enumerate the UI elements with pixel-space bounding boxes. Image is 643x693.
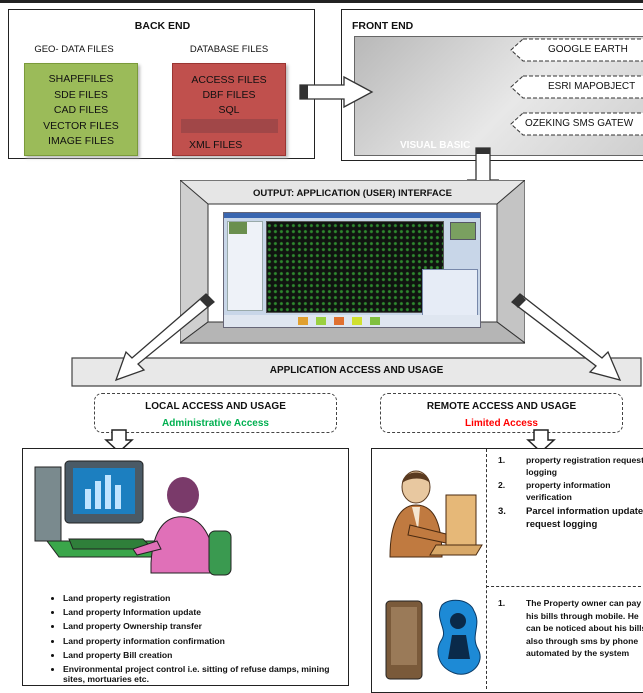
remote-web-item-number: 1. <box>498 455 506 465</box>
remote-web-item: 1. property registration request logging <box>492 455 643 478</box>
visual-basic-label: VISUAL BASIC <box>400 140 471 151</box>
businessman-computer-illustration <box>389 470 483 558</box>
geo-item: CAD FILES <box>53 104 109 116</box>
computer-user-illustration <box>34 460 232 576</box>
app-toolbar-icon <box>352 317 362 325</box>
back-end-title: BACK END <box>134 20 191 32</box>
output-title: OUTPUT: APPLICATION (USER) INTERFACE <box>253 188 452 199</box>
app-toolbar-icon <box>334 317 344 325</box>
remote-web-item-text: Parcel information update request loggin… <box>526 506 643 530</box>
remote-access-title: REMOTE ACCESS AND USAGE <box>426 401 577 412</box>
integration-sms-gateway: OZEKING SMS GATEW <box>525 118 634 129</box>
remote-web-item-number: 2. <box>498 480 506 490</box>
remote-web-item: 2. property information verification <box>492 480 643 503</box>
remote-sms-item-text: The Property owner can pay his bills thr… <box>526 598 643 658</box>
geo-item: SHAPEFILES <box>48 73 114 85</box>
front-end-title: FRONT END <box>352 20 414 32</box>
local-usage-item: Land property Bill creation <box>63 650 343 660</box>
access-bar <box>71 357 642 387</box>
database-files-box: ACCESS FILES DBF FILES SQL XML FILES <box>172 63 286 156</box>
application-screenshot <box>223 212 481 328</box>
database-files-title: DATABASE FILES <box>189 44 269 55</box>
remote-access-type: Limited Access <box>465 418 538 429</box>
back-end-box: BACK END GEO- DATA FILES DATABASE FILES … <box>8 9 315 159</box>
app-toolbar-icon <box>370 317 380 325</box>
local-usage-list: Land property registration Land property… <box>23 593 343 688</box>
remote-vertical-divider <box>486 449 487 689</box>
app-panel <box>422 269 478 317</box>
app-toolbar-icon <box>316 317 326 325</box>
arrow-output-to-remote <box>511 293 622 381</box>
app-sidebar <box>227 221 263 311</box>
arrow-backend-to-frontend <box>299 75 374 109</box>
remote-usage-panel: 1. property registration request logging… <box>371 448 643 693</box>
access-bar-title: APPLICATION ACCESS AND USAGE <box>269 365 444 376</box>
app-toolbar-icon <box>298 317 308 325</box>
db-item: XML FILES <box>189 139 243 151</box>
local-usage-item: Land property information confirmation <box>63 636 343 646</box>
app-map-view <box>266 221 444 313</box>
database-list: ACCESS FILES DBF FILES SQL <box>173 64 285 118</box>
remote-horizontal-divider <box>486 586 643 587</box>
app-thumb-right <box>450 222 476 240</box>
mobile-phone-illustration <box>385 600 423 680</box>
local-access-type: Administrative Access <box>162 418 269 429</box>
integration-tags <box>510 38 643 136</box>
geo-item: IMAGE FILES <box>48 135 114 147</box>
arrow-output-to-local <box>114 293 215 382</box>
integration-esri-mapobject: ESRI MAPOBJECT <box>548 81 636 92</box>
xml-highlight <box>181 119 278 133</box>
remote-web-item-text: property information verification <box>526 480 611 502</box>
local-usage-item: Land property registration <box>63 593 343 603</box>
remote-web-usage-list: 1. property registration request logging… <box>492 455 643 531</box>
app-thumb-left <box>229 222 247 234</box>
local-usage-panel: Land property registration Land property… <box>22 448 349 686</box>
arrow-to-remote-panel <box>526 429 556 454</box>
remote-web-item: 3. Parcel information update request log… <box>492 505 643 531</box>
mobile-user-illustration <box>437 599 481 675</box>
local-access-label-box <box>94 393 337 433</box>
local-usage-item: Land property Information update <box>63 607 343 617</box>
remote-web-item-number: 3. <box>498 506 506 517</box>
remote-access-label-box <box>380 393 623 433</box>
local-usage-item: Environmental project control i.e. sitti… <box>63 664 343 684</box>
geo-item: SDE FILES <box>54 88 108 101</box>
app-titlebar <box>224 213 480 218</box>
geo-data-list: SHAPEFILES SDE FILES CAD FILES VECTOR FI… <box>25 64 137 150</box>
geo-data-files-box: SHAPEFILES SDE FILES CAD FILES VECTOR FI… <box>24 63 138 156</box>
db-item: SQL <box>218 104 240 116</box>
remote-sms-item-number: 1. <box>498 598 506 608</box>
remote-web-item-text: property registration request logging <box>526 455 643 477</box>
integration-google-earth: GOOGLE EARTH <box>548 44 628 55</box>
local-access-title: LOCAL ACCESS AND USAGE <box>145 401 286 412</box>
arrow-to-local-panel <box>104 429 134 454</box>
local-usage-item: Land property Ownership transfer <box>63 621 343 631</box>
remote-sms-usage-list: 1. The Property owner can pay his bills … <box>492 597 643 660</box>
geo-item: VECTOR FILES <box>43 119 119 132</box>
db-item: ACCESS FILES <box>191 74 267 86</box>
geo-data-title: GEO- DATA FILES <box>34 44 114 55</box>
remote-sms-item: 1. The Property owner can pay his bills … <box>492 597 643 660</box>
db-item: DBF FILES <box>202 89 256 101</box>
top-border <box>0 0 643 3</box>
